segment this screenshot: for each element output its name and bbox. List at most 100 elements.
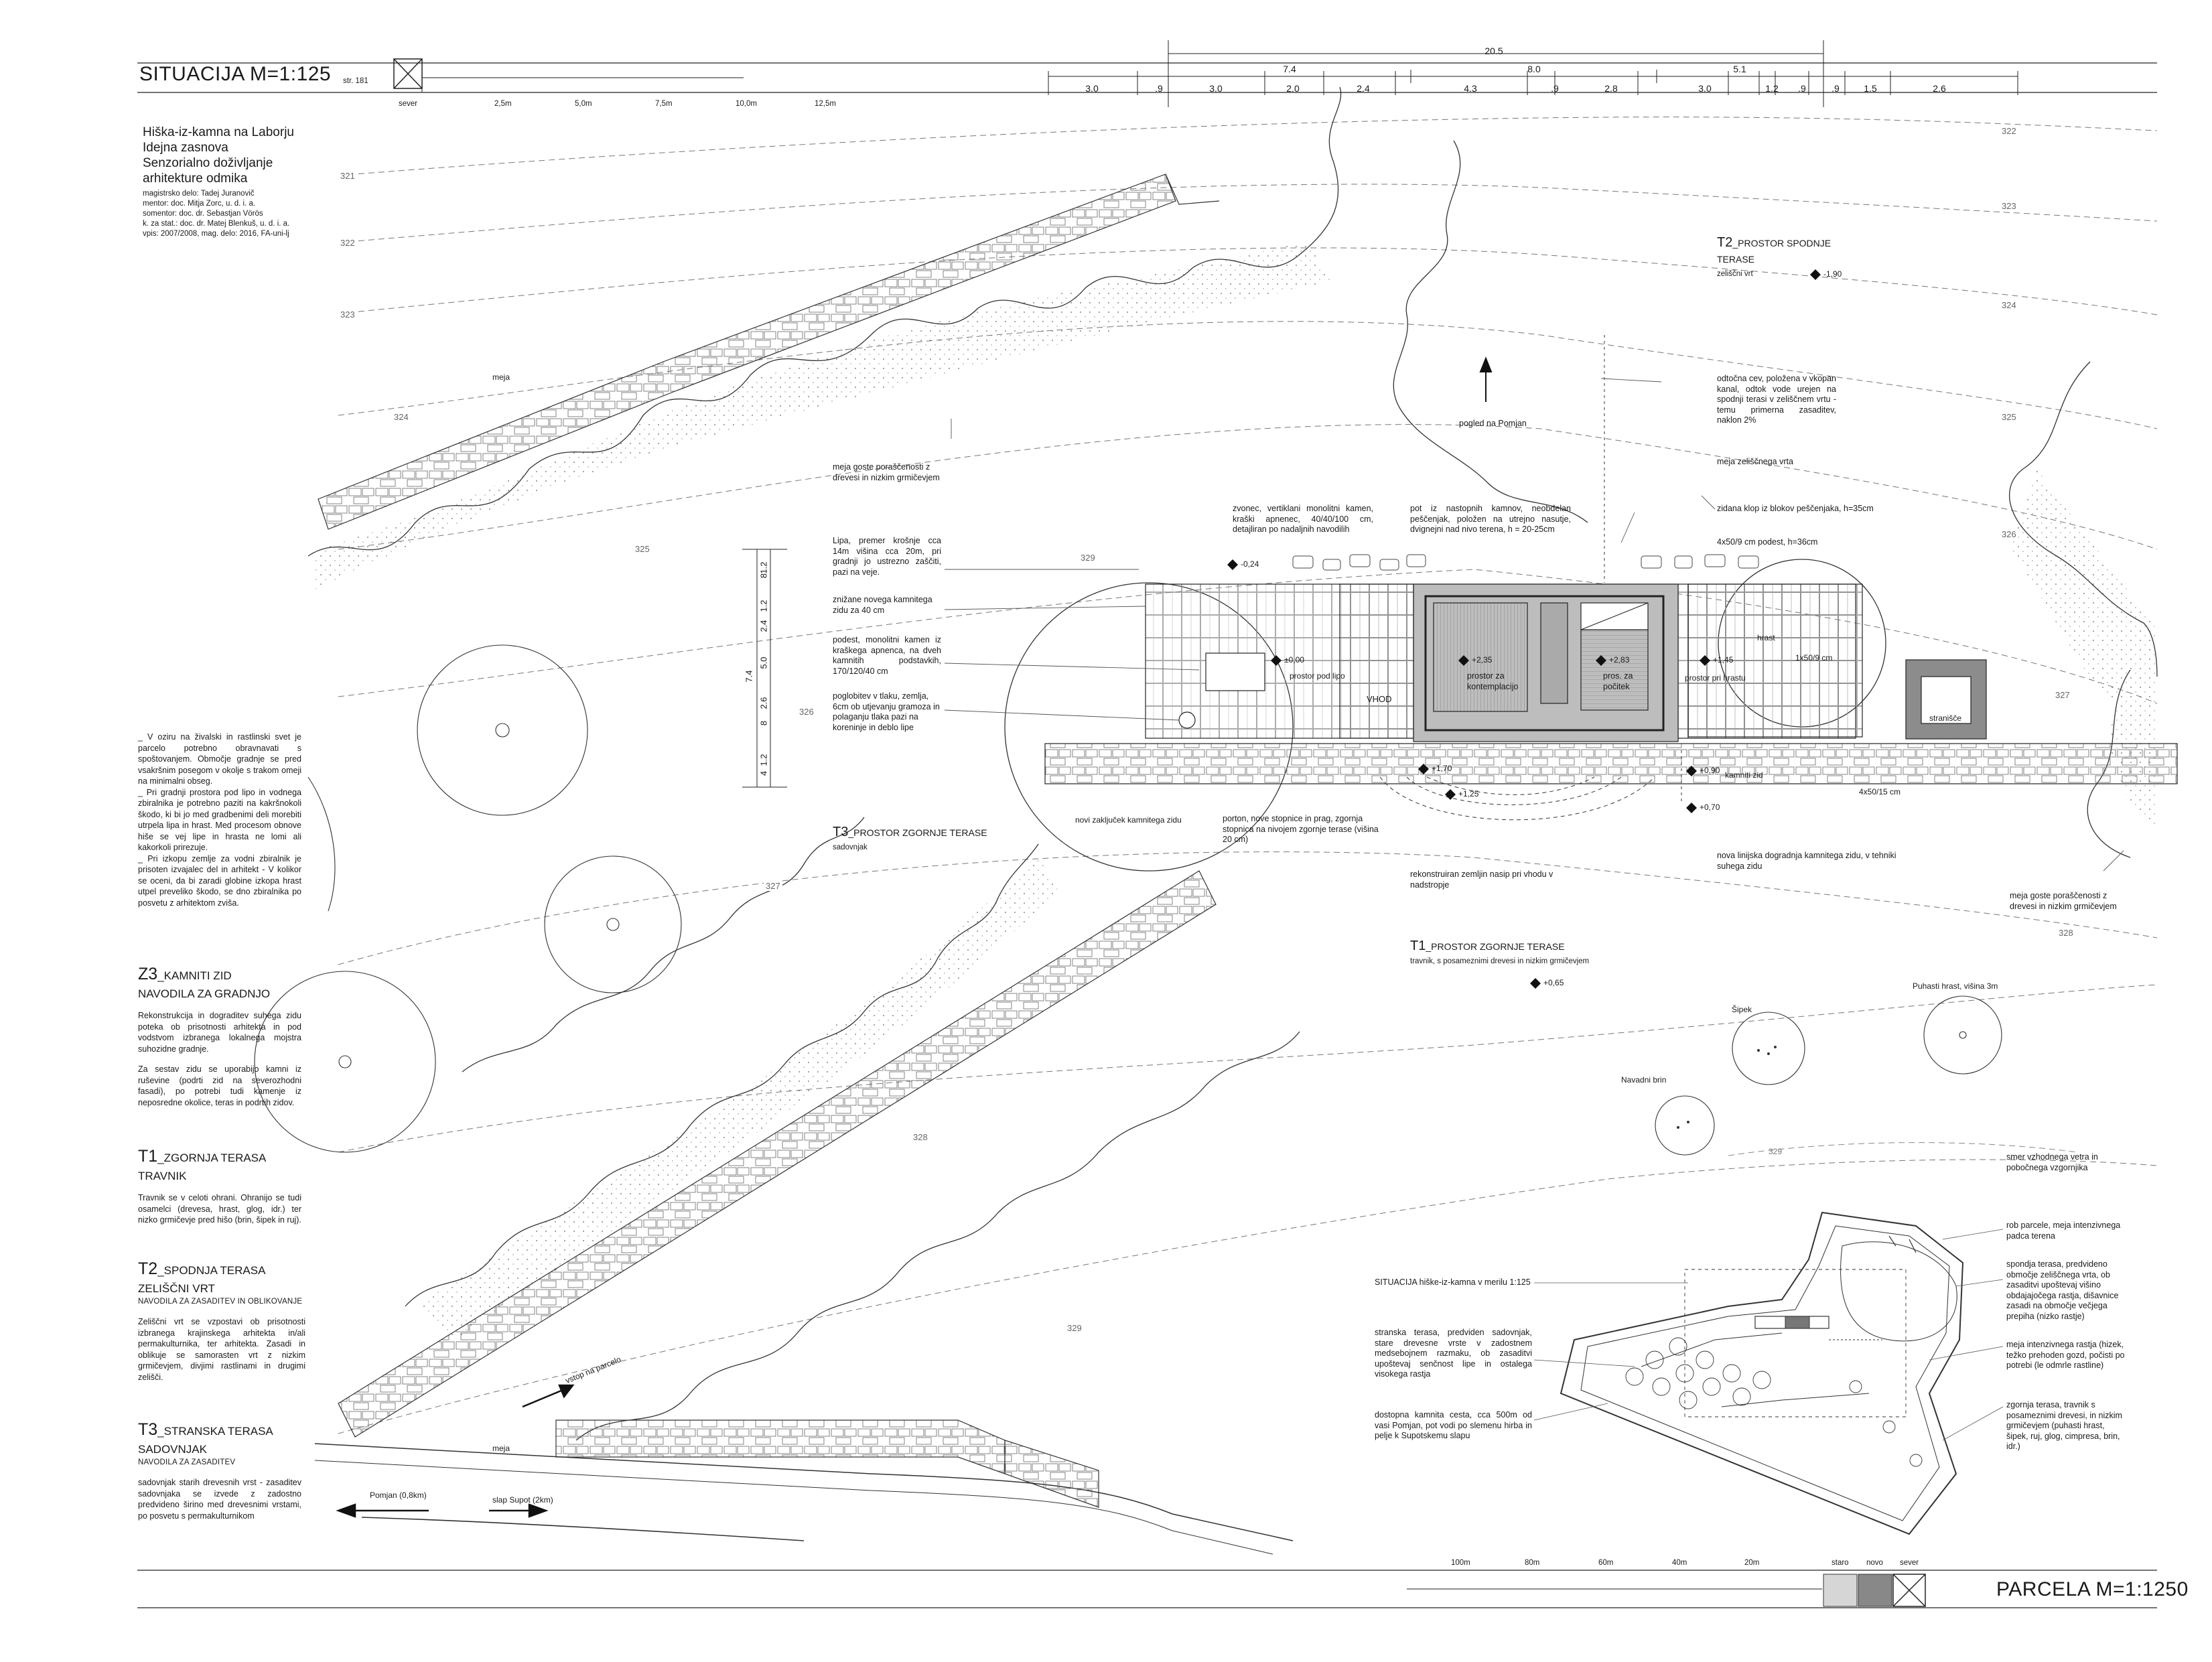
page-reference: str. 181 xyxy=(343,77,368,85)
dim-total: 20.5 xyxy=(1484,46,1503,56)
level-marker xyxy=(1700,655,1710,666)
dim-segment-label: 1.2 xyxy=(1765,83,1779,94)
dim-group-label: 7.4 xyxy=(1283,64,1296,74)
label-novi-zakljucek: novi zaključek kamnitega zidu xyxy=(1075,815,1182,825)
section-code: Z3 xyxy=(138,965,158,983)
dim-vertical-label: 7.4 xyxy=(744,670,754,683)
stone-path xyxy=(1292,554,1759,571)
contour-label: 324 xyxy=(392,412,411,422)
level-marker xyxy=(1445,789,1456,800)
level-label: +2,35 xyxy=(1472,655,1493,665)
scale-tick-label: 2,5m xyxy=(494,100,512,108)
plan-title: SITUACIJA M=1:125 xyxy=(139,63,332,85)
label-pomjan: Pomjan (0,8km) xyxy=(370,1491,427,1500)
inset-smer: smer vzhodnega vetra in pobočnega vzgorn… xyxy=(2006,1152,2098,1172)
level-label: +0,65 xyxy=(1543,978,1564,987)
section-paragraph: Zeliščni vrt se vzpostavi ob prisotnosti… xyxy=(138,1317,305,1382)
label-vhod: VHOD xyxy=(1367,694,1392,704)
footer-rules xyxy=(137,1570,2157,1608)
dim-vertical-label: 8 xyxy=(758,720,769,726)
inset-spodnja: spondja terasa, predvideno območje zeliš… xyxy=(2006,1259,2119,1321)
inset-orchard xyxy=(1625,1337,1923,1467)
zone-t2-title: T2_PROSTOR SPODNJE TERASE zeliščni vrt xyxy=(1717,235,1831,278)
dim-segment-label: 2.0 xyxy=(1286,83,1300,94)
section-title: _ZGORNJA TERASA xyxy=(157,1152,267,1164)
label-poglobitev: poglobitev v tlaku, zemlja, 6cm ob utjev… xyxy=(833,691,940,732)
contour-label: 329 xyxy=(1079,553,1097,563)
section-subtitle: NAVODILA ZA GRADNJO xyxy=(138,987,271,1000)
label-zidana-klop: zidana klop iz blokov peščenjaka, h=35cm xyxy=(1717,504,1874,513)
label-lipa: Lipa, premer krošnje cca 14m višina cca … xyxy=(833,536,941,577)
scale-tick-label: 5,0m xyxy=(575,100,592,108)
contour-label: 322 xyxy=(2000,126,2018,136)
north-label: sever xyxy=(399,100,418,108)
dim-group-label: 8.0 xyxy=(1527,64,1541,74)
intro-paragraph: _ Pri gradnji prostora pod lipo in vodne… xyxy=(138,787,301,853)
level-marker xyxy=(1810,269,1821,280)
section-title: _KAMNITI ZID xyxy=(157,969,232,982)
section-code: T1 xyxy=(138,1147,158,1166)
road-arrows xyxy=(336,1384,575,1518)
entry-arcs xyxy=(1379,776,1655,821)
scale-tick-label: 10,0m xyxy=(736,100,757,108)
level-label: +1,45 xyxy=(1713,655,1734,665)
label-meja-lower: meja xyxy=(492,1444,510,1453)
level-marker xyxy=(1686,766,1697,776)
level-marker xyxy=(1530,978,1541,989)
house-complex xyxy=(1044,583,2178,784)
stone-wall-bottom xyxy=(314,1419,1294,1555)
dim-segment-label: 3.0 xyxy=(1209,83,1223,94)
dim-segment-label: .9 xyxy=(1798,83,1806,94)
dim-segment-label: 3.0 xyxy=(1085,83,1099,94)
section-code: T2 xyxy=(138,1259,158,1278)
section-paragraph: sadovnjak starih drevesnih vrst - zasadi… xyxy=(138,1478,301,1521)
inset-stranska: stranska terasa, predviden sadovnjak, st… xyxy=(1375,1328,1532,1379)
inset-rob: rob parcele, meja intenzivnega padca ter… xyxy=(2006,1221,2121,1241)
dim-vertical-label: 4 xyxy=(758,770,769,776)
section-heading: Z3_KAMNITI ZID xyxy=(138,965,301,985)
inset-parcel-map xyxy=(1560,1142,2077,1535)
dim-vertical-label: 2.4 xyxy=(758,620,769,632)
label-kamniti-zid: kamniti zid xyxy=(1725,770,1763,780)
label-dim-4x50: 4x50/15 cm xyxy=(1859,787,1901,797)
project-credit-line: mentor: doc. Mitja Zorc, u. d. i. a. xyxy=(143,200,256,208)
dim-segment-label: 4.3 xyxy=(1464,83,1477,94)
scale-tick-label: 20m xyxy=(1744,1559,1760,1567)
level-marker xyxy=(1271,655,1282,666)
inset-zgornja: zgornja terasa, travnik s posameznimi dr… xyxy=(2006,1400,2122,1451)
level-marker xyxy=(1418,764,1429,774)
level-label: -1,90 xyxy=(1823,269,1842,279)
level-markers xyxy=(1227,269,1821,989)
label-hrast-dim: 1x50/9 cm xyxy=(1795,653,1833,663)
vertical-dimension xyxy=(742,549,787,788)
section-paragraph: Travnik se v celoti ohrani. Ohranijo se … xyxy=(138,1193,301,1225)
inset-label: SITUACIJA hiške-iz-kamna v merilu 1:125 xyxy=(1375,1277,1531,1287)
section-code: T3 xyxy=(138,1420,158,1439)
dim-group-label: 5.1 xyxy=(1733,64,1746,74)
contour-label: 327 xyxy=(2053,690,2072,700)
dim-segment-label: 2.6 xyxy=(1933,83,1946,94)
label-odtocna: odtočna cev, položena v vkopan kanal, od… xyxy=(1717,374,1836,425)
project-title-line: arhitekture odmika xyxy=(143,171,248,186)
contour-label: 328 xyxy=(911,1132,930,1142)
dim-segment-label: .9 xyxy=(1831,83,1840,94)
section-title: _STRANSKA TERASA xyxy=(157,1425,273,1438)
level-label: ±0,00 xyxy=(1284,655,1304,665)
label-hrast: hrast xyxy=(1757,633,1775,642)
inset-leaders xyxy=(1533,1229,2004,1441)
contour-label: 328 xyxy=(2057,928,2075,938)
header-rules xyxy=(137,58,2157,93)
legend-label: staro xyxy=(1831,1559,1849,1567)
drain-line xyxy=(1604,335,1682,804)
level-label: +1,70 xyxy=(1432,764,1452,773)
dim-segment-label: 2.8 xyxy=(1604,83,1618,94)
contour-label: 327 xyxy=(764,881,782,891)
label-pogled: pogled na Pomjan xyxy=(1459,419,1527,428)
room-prostor-pod-lipo: prostor pod lipo xyxy=(1290,671,1345,681)
label-stranisce: stranišče xyxy=(1929,713,1962,723)
label-podest2: 4x50/9 cm podest, h=36cm xyxy=(1717,537,1818,547)
